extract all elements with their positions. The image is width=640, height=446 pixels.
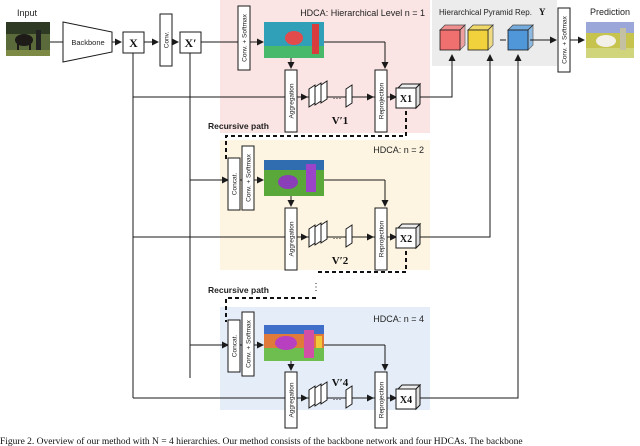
- backbone-label: Backbone: [71, 38, 104, 47]
- pyramid-cube-3: [507, 24, 534, 51]
- hdca-level-2-panel: [220, 140, 430, 270]
- hdca-level-1-title: HDCA: Hierarchical Level n = 1: [300, 8, 425, 18]
- level1-dots: ⋯: [333, 93, 342, 103]
- pyramid-cubes: [439, 24, 534, 51]
- level1-value-vectors: [308, 80, 353, 108]
- level4-conv-softmax-block: [241, 311, 255, 377]
- pyramid-symbol: Y: [539, 7, 546, 17]
- level4-concat-block: [227, 319, 241, 373]
- recursive-path-3: [225, 297, 316, 322]
- level1-aggregation-block: [284, 69, 298, 133]
- level1-x-label: X1: [400, 94, 412, 105]
- level2-value-vectors: [308, 220, 353, 248]
- level2-output-cube: [395, 222, 422, 250]
- level4-aggregation-block: [284, 371, 298, 429]
- level1-reprojection-label: Reprojection: [379, 82, 386, 119]
- level4-v-label: V′4: [332, 377, 349, 389]
- level2-x-label: X2: [400, 234, 412, 245]
- level2-conv-softmax-label: Conv. + Softmax: [246, 153, 253, 201]
- level4-value-vectors: [308, 381, 353, 409]
- level2-concat-label: Concat.: [232, 173, 239, 196]
- prediction-label: Prediction: [590, 7, 630, 17]
- recursive-path-1-label: Recursive path: [208, 121, 269, 131]
- input-image: [6, 22, 50, 56]
- pyramid-cube-1: [439, 24, 466, 51]
- recursive-vertical-dots: ⋮: [311, 282, 321, 293]
- hdca-level-4-title: HDCA: n = 4: [373, 314, 424, 324]
- level4-output-cube: [395, 383, 422, 411]
- level2-conv-softmax-block: [241, 145, 255, 211]
- level1-conv-softmax-block: [237, 5, 251, 71]
- level2-v-label: V′2: [332, 255, 349, 267]
- level2-reprojection-block: [374, 207, 388, 271]
- hdca-level-1-panel: [220, 0, 430, 133]
- level4-x-label: X4: [400, 395, 412, 406]
- final-conv-softmax-label: Conv. + Softmax: [562, 15, 569, 63]
- level1-conv-softmax-label: Conv. + Softmax: [242, 13, 249, 61]
- level4-segmentation-map: [264, 325, 324, 361]
- level2-segmentation-map: [264, 160, 324, 196]
- pyramid-label: Hierarchical Pyramid Rep.: [439, 8, 532, 17]
- level4-aggregation-label: Aggregation: [289, 382, 296, 417]
- level2-aggregation-label: Aggregation: [289, 221, 296, 256]
- level2-concat-block: [227, 157, 241, 211]
- feature-x-label: X: [129, 36, 138, 50]
- level2-dots: ⋯: [333, 233, 342, 243]
- level4-reprojection-label: Reprojection: [379, 381, 386, 418]
- level1-aggregation-label: Aggregation: [289, 83, 296, 118]
- level4-concat-label: Concat.: [232, 335, 239, 358]
- conv-label: Conv.: [164, 32, 171, 49]
- hdca-level-2-title: HDCA: n = 2: [373, 145, 424, 155]
- input-label: Input: [17, 8, 38, 18]
- figure-caption: Figure 2. Overview of our method with N …: [0, 436, 523, 446]
- level2-reprojection-label: Reprojection: [379, 220, 386, 257]
- recursive-path-1: [225, 111, 407, 160]
- level4-conv-softmax-label: Conv. + Softmax: [246, 319, 253, 367]
- prediction-image: [586, 22, 634, 58]
- backbone-block: [62, 21, 113, 63]
- recursive-path-2: [318, 251, 407, 273]
- pyramid-cube-2: [467, 24, 494, 51]
- level1-output-cube: [395, 82, 422, 110]
- recursive-path-2-label: Recursive path: [208, 285, 269, 295]
- level4-reprojection-block: [374, 371, 388, 429]
- level1-segmentation-map: [264, 22, 324, 58]
- level4-dots: ⋯: [333, 394, 342, 404]
- level2-aggregation-block: [284, 207, 298, 271]
- level1-v-label: V′1: [332, 115, 349, 127]
- level1-reprojection-block: [374, 69, 388, 133]
- feature-x-prime-label: X′: [184, 36, 196, 50]
